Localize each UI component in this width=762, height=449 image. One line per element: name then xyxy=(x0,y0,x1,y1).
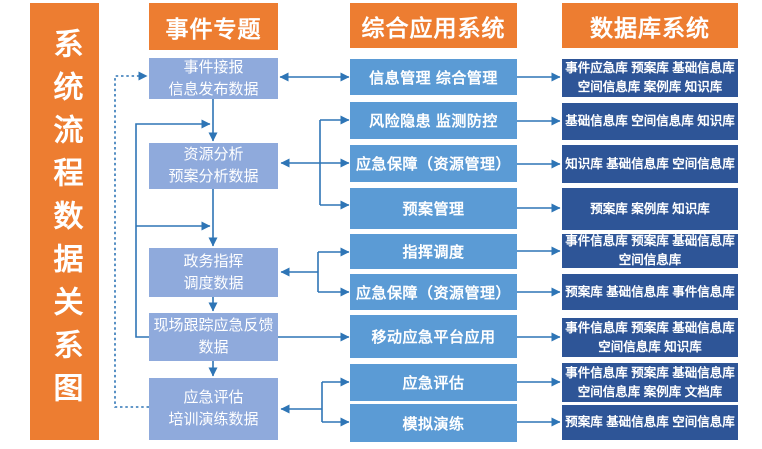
node-risk-monitoring: 风险隐患 监测防控 xyxy=(350,102,517,139)
column-header-databases: 数据库系统 xyxy=(562,3,738,48)
node-event-report: 事件接报 信息发布数据 xyxy=(149,58,278,99)
node-gov-command: 政务指挥 调度数据 xyxy=(149,248,278,297)
node-field-tracking: 现场跟踪应急反馈 数据 xyxy=(149,313,278,361)
node-info-management: 信息管理 综合管理 xyxy=(350,59,517,95)
column-header-applications: 综合应用系统 xyxy=(350,3,517,48)
node-db-4: 预案库 案例库 知识库 xyxy=(562,188,738,230)
node-emergency-support-2: 应急保障（资源管理） xyxy=(350,274,517,310)
connector-solid-feedback xyxy=(135,119,211,338)
node-emergency-assessment: 应急评估 xyxy=(350,364,517,401)
node-mobile-platform: 移动应急平台应用 xyxy=(350,315,517,358)
node-simulation-drill: 模拟演练 xyxy=(350,404,517,442)
node-command-dispatch: 指挥调度 xyxy=(350,234,517,269)
node-db-1: 事件应急库 预案库 基础信息库 空间信息库 案例库 知识库 xyxy=(562,59,738,97)
connector-dashed-feedback xyxy=(114,71,149,408)
node-resource-analysis: 资源分析 预案分析数据 xyxy=(149,143,278,189)
column-header-topics: 事件专题 xyxy=(149,3,278,50)
node-db-7: 事件信息库 预案库 基础信息库 空间信息库 知识库 xyxy=(562,318,738,357)
diagram-title-banner: 系统流程数据关系图 xyxy=(30,3,99,440)
node-plan-management: 预案管理 xyxy=(350,188,517,229)
node-db-2: 基础信息库 空间信息库 知识库 xyxy=(562,103,738,140)
node-emergency-evaluation: 应急评估 培训演练数据 xyxy=(149,378,278,440)
node-db-6: 预案库 基础信息库 事件信息库 xyxy=(562,274,738,310)
node-emergency-support-1: 应急保障（资源管理） xyxy=(350,145,517,182)
node-db-8: 事件信息库 预案库 基础信息库 空间信息库 案例库 文档库 xyxy=(562,363,738,402)
node-db-5: 事件信息库 预案库 基础信息库 空间信息库 xyxy=(562,234,738,268)
node-db-9: 预案库 基础信息库 空间信息库 xyxy=(562,405,738,440)
node-db-3: 知识库 基础信息库 空间信息库 xyxy=(562,145,738,183)
